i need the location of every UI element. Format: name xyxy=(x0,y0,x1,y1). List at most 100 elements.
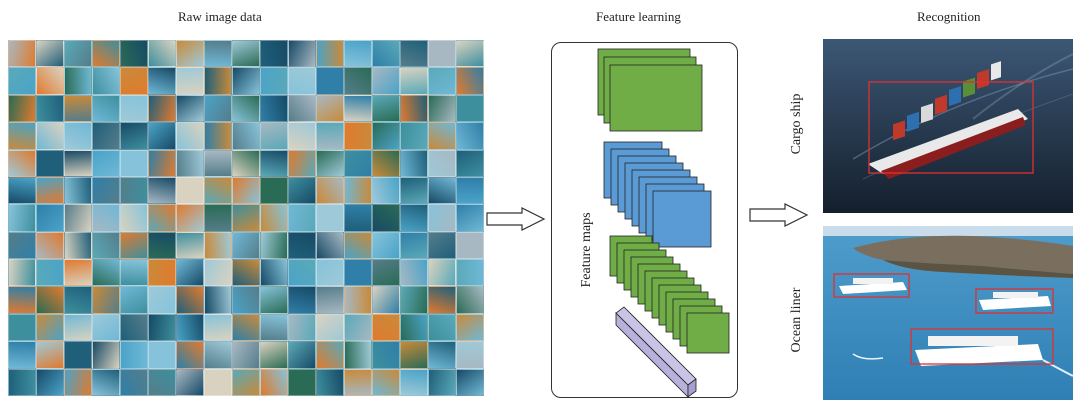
collage-photo-tile xyxy=(288,94,316,123)
collage-photo-tile xyxy=(204,176,232,205)
collage-photo-tile xyxy=(8,368,36,396)
collage-photo-tile xyxy=(344,176,372,205)
raw-image-collage xyxy=(8,40,484,396)
collage-photo-tile xyxy=(316,341,344,369)
collage-photo-tile xyxy=(288,40,316,68)
collage-photo-tile xyxy=(400,341,428,369)
collage-photo-tile xyxy=(260,231,288,260)
collage-photo-tile xyxy=(64,231,92,260)
collage-photo-tile xyxy=(92,313,120,342)
collage-photo-tile xyxy=(204,368,232,396)
collage-photo-tile xyxy=(92,67,120,95)
collage-photo-tile xyxy=(372,204,400,232)
collage-photo-tile xyxy=(400,40,428,68)
collage-photo-tile xyxy=(400,368,428,396)
class-label-cargo-ship: Cargo ship xyxy=(789,93,804,155)
collage-photo-tile xyxy=(64,176,92,205)
collage-photo-tile xyxy=(176,231,204,260)
collage-photo-tile xyxy=(344,94,372,123)
collage-photo-tile xyxy=(8,149,36,177)
collage-photo-tile xyxy=(344,67,372,95)
collage-photo-tile xyxy=(204,122,232,150)
collage-photo-tile xyxy=(36,313,64,342)
collage-photo-tile xyxy=(260,341,288,369)
collage-photo-tile xyxy=(232,286,260,314)
feature-map-layer-3 xyxy=(686,312,730,354)
collage-photo-tile xyxy=(288,231,316,260)
collage-photo-tile xyxy=(316,149,344,177)
collage-photo-tile xyxy=(456,149,484,177)
collage-photo-tile xyxy=(316,204,344,232)
collage-photo-tile xyxy=(260,94,288,123)
collage-photo-tile xyxy=(8,122,36,150)
collage-photo-tile xyxy=(176,122,204,150)
collage-photo-tile xyxy=(120,40,148,68)
collage-photo-tile xyxy=(400,94,428,123)
collage-photo-tile xyxy=(260,204,288,232)
collage-photo-tile xyxy=(260,313,288,342)
collage-photo-tile xyxy=(232,368,260,396)
collage-photo-tile xyxy=(120,176,148,205)
cargo-ship-photo xyxy=(823,39,1073,213)
collage-photo-tile xyxy=(456,122,484,150)
collage-photo-tile xyxy=(64,204,92,232)
collage-photo-tile xyxy=(176,149,204,177)
collage-photo-tile xyxy=(8,259,36,287)
collage-photo-tile xyxy=(428,122,456,150)
collage-photo-tile xyxy=(36,341,64,369)
collage-photo-tile xyxy=(456,286,484,314)
collage-photo-tile xyxy=(120,368,148,396)
collage-photo-tile xyxy=(260,122,288,150)
collage-photo-tile xyxy=(372,122,400,150)
collage-photo-tile xyxy=(120,94,148,123)
collage-photo-tile xyxy=(344,368,372,396)
collage-photo-tile xyxy=(204,204,232,232)
collage-photo-tile xyxy=(148,40,176,68)
collage-photo-tile xyxy=(428,176,456,205)
collage-photo-tile xyxy=(36,122,64,150)
collage-photo-tile xyxy=(260,176,288,205)
collage-photo-tile xyxy=(148,122,176,150)
heading-feature-learning: Feature learning xyxy=(596,9,681,24)
collage-photo-tile xyxy=(232,94,260,123)
collage-photo-tile xyxy=(400,122,428,150)
collage-photo-tile xyxy=(176,368,204,396)
collage-photo-tile xyxy=(64,122,92,150)
collage-photo-tile xyxy=(344,286,372,314)
collage-photo-tile xyxy=(36,259,64,287)
collage-photo-tile xyxy=(148,67,176,95)
collage-photo-tile xyxy=(456,94,484,123)
collage-photo-tile xyxy=(176,341,204,369)
collage-photo-tile xyxy=(400,286,428,314)
collage-photo-tile xyxy=(372,368,400,396)
collage-photo-tile xyxy=(92,94,120,123)
collage-photo-tile xyxy=(176,286,204,314)
collage-photo-tile xyxy=(148,313,176,342)
collage-photo-tile xyxy=(288,286,316,314)
collage-photo-tile xyxy=(64,67,92,95)
collage-photo-tile xyxy=(176,259,204,287)
collage-photo-tile xyxy=(372,40,400,68)
collage-photo-tile xyxy=(428,149,456,177)
feature-map-layer-1 xyxy=(609,64,703,132)
collage-photo-tile xyxy=(8,231,36,260)
collage-photo-tile xyxy=(428,286,456,314)
collage-photo-tile xyxy=(260,40,288,68)
collage-photo-tile xyxy=(36,67,64,95)
collage-photo-tile xyxy=(288,122,316,150)
collage-photo-tile xyxy=(316,259,344,287)
collage-photo-tile xyxy=(428,40,456,68)
collage-photo-tile xyxy=(8,176,36,205)
collage-photo-tile xyxy=(8,40,36,68)
collage-photo-tile xyxy=(92,259,120,287)
feature-map-layer-2 xyxy=(652,190,712,248)
collage-photo-tile xyxy=(372,313,400,342)
collage-photo-tile xyxy=(36,176,64,205)
collage-photo-tile xyxy=(288,259,316,287)
collage-photo-tile xyxy=(176,94,204,123)
collage-photo-tile xyxy=(400,313,428,342)
collage-photo-tile xyxy=(8,286,36,314)
class-label-ocean-liner: Ocean liner xyxy=(789,287,804,353)
heading-raw-image-data: Raw image data xyxy=(178,9,262,24)
collage-photo-tile xyxy=(288,176,316,205)
